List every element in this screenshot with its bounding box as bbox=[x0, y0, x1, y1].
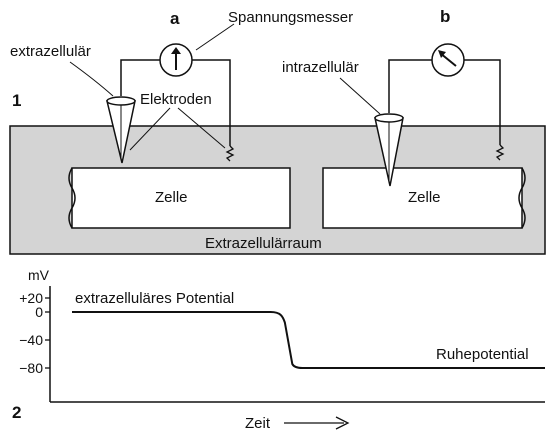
y-tick-label: −80 bbox=[19, 360, 43, 376]
intracellular-pointer-line bbox=[339, 77, 381, 115]
cell-b-right-edge bbox=[518, 167, 526, 229]
wire-b-right bbox=[464, 59, 501, 145]
potential-chart: mV +200−40−80 extrazelluläres Potential … bbox=[19, 267, 545, 403]
extracellular-potential-label: extrazelluläres Potential bbox=[75, 290, 234, 307]
voltmeter-pointer-line bbox=[195, 23, 235, 51]
wire-a-right bbox=[192, 59, 231, 146]
electrode-b-intracellular bbox=[374, 113, 404, 187]
voltmeter-b bbox=[431, 43, 465, 77]
electrodes-pointer-right bbox=[177, 107, 226, 149]
wire-b-left bbox=[388, 59, 432, 113]
arrow-up-icon bbox=[171, 47, 181, 70]
reference-electrode-b bbox=[495, 144, 505, 161]
extracellular-space-label: Extrazellulärraum bbox=[205, 235, 322, 252]
y-ticks: +200 −40 −80 bbox=[19, 290, 50, 376]
intracellular-label: intrazellulär bbox=[282, 59, 359, 76]
electrodes-pointer-left bbox=[129, 107, 171, 151]
y-axis-label: mV bbox=[28, 267, 50, 283]
extracellular-label: extrazellulär bbox=[10, 43, 91, 60]
letter-b: b bbox=[440, 7, 450, 26]
y-tick-label: +20 bbox=[19, 290, 43, 306]
cell-a-label: Zelle bbox=[155, 189, 188, 206]
time-axis-label: Zeit bbox=[245, 415, 271, 432]
potential-trace bbox=[72, 311, 545, 369]
deflected-needle-icon bbox=[438, 50, 457, 67]
voltmeter-label: Spannungsmesser bbox=[228, 9, 353, 26]
cell-b-label: Zelle bbox=[408, 189, 441, 206]
extracellular-pointer-line bbox=[69, 61, 114, 97]
y-tick-label: 0 bbox=[35, 304, 43, 320]
cell-a-left-edge bbox=[68, 167, 76, 229]
electrodes-label: Elektroden bbox=[140, 91, 212, 108]
voltmeter-a bbox=[159, 43, 193, 77]
reference-electrode-a bbox=[225, 145, 235, 162]
electrode-a-extracellular bbox=[106, 96, 136, 164]
y-tick-label: −40 bbox=[19, 332, 43, 348]
panel-2-number: 2 bbox=[12, 403, 21, 422]
panel-1-number: 1 bbox=[12, 91, 21, 110]
letter-a: a bbox=[170, 9, 180, 28]
wire-a-left bbox=[120, 59, 160, 96]
resting-potential-label: Ruhepotential bbox=[436, 346, 529, 363]
time-arrow-icon bbox=[284, 416, 350, 430]
